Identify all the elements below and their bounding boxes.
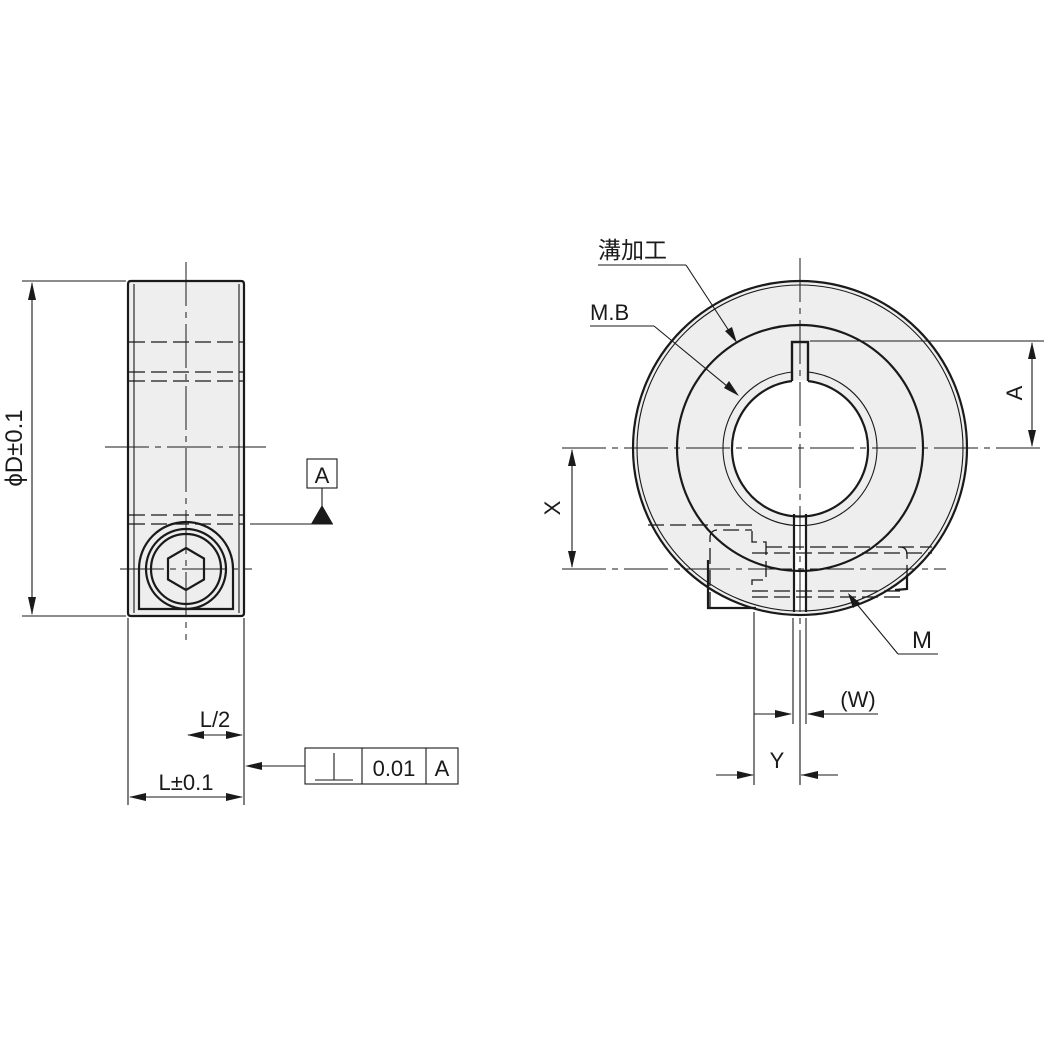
socket-head-screw [120, 520, 252, 611]
hex-socket-icon [166, 546, 206, 592]
mb-leader: M.B [590, 300, 739, 396]
groove-leader: 溝加工 [598, 238, 737, 343]
m-leader: M [848, 593, 938, 655]
half-length-label: L/2 [200, 707, 231, 732]
diameter-dimension: ϕD±0.1 [1, 280, 126, 617]
length-label: L±0.1 [159, 770, 214, 795]
front-view: A X 溝加工 M.B M [540, 238, 1044, 785]
x-label: X [540, 500, 565, 515]
side-view: A ϕD±0.1 L/2 L±0.1 [1, 262, 459, 805]
groove-label: 溝加工 [598, 238, 667, 264]
diameter-label: ϕD±0.1 [1, 409, 28, 486]
y-dimension: Y [716, 748, 838, 779]
y-label: Y [770, 748, 785, 773]
half-length-dimension: L/2 [187, 707, 243, 739]
a-dimension: A [810, 340, 1044, 447]
w-label: (W) [840, 687, 875, 712]
collar-body-front [633, 281, 967, 615]
perpendicularity-icon [315, 753, 353, 781]
mb-label: M.B [590, 300, 629, 325]
datum-a-label: A [315, 463, 330, 488]
a-label: A [1002, 385, 1027, 400]
datum-a: A [250, 458, 338, 525]
length-dimension: L±0.1 [129, 770, 243, 801]
tolerance-value: 0.01 [373, 756, 416, 781]
x-dimension: X [540, 449, 576, 568]
tolerance-datum: A [435, 756, 450, 781]
w-dimension: (W) [754, 687, 878, 718]
screw-hidden-lines [648, 524, 932, 608]
m-label: M [912, 627, 932, 654]
perpendicularity-tolerance-frame: 0.01 A [245, 747, 459, 785]
